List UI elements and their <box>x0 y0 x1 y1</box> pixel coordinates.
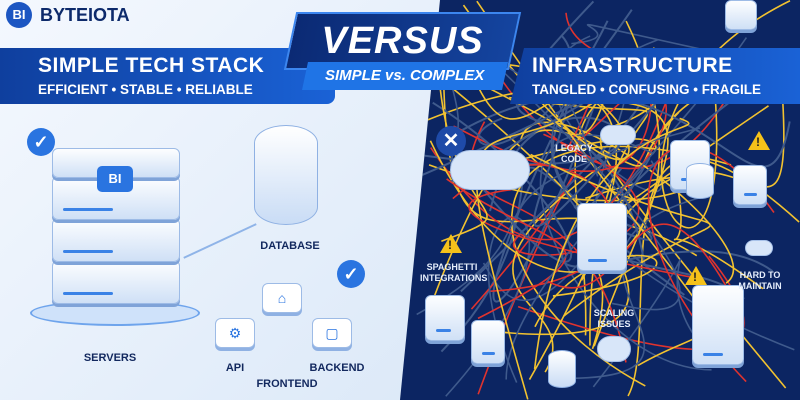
database-icon <box>548 350 576 388</box>
check-icon: ✓ <box>27 128 55 156</box>
scaling-issues-label: SCALING ISSUES <box>593 308 635 329</box>
api-label: API <box>225 362 245 374</box>
wire <box>660 0 791 229</box>
database-icon <box>254 125 318 225</box>
brand-name: BYTEIOTA <box>40 4 130 25</box>
wire <box>446 178 567 320</box>
backend-node-icon: ▢ <box>312 318 352 348</box>
frontend-node-icon: ⌂ <box>262 283 302 313</box>
wire <box>533 117 690 370</box>
wire <box>433 100 605 297</box>
wire <box>428 164 695 202</box>
simple-banner: SIMPLE TECH STACK EFFICIENT • STABLE • R… <box>0 48 335 104</box>
wire <box>416 127 701 316</box>
backend-label: BACKEND <box>309 362 365 374</box>
wire <box>592 258 726 388</box>
versus-title: VERSUS <box>321 20 484 62</box>
wire <box>445 216 531 397</box>
complex-title: INFRASTRUCTURE <box>532 54 733 77</box>
server-stack <box>577 203 627 271</box>
x-icon: ✕ <box>436 126 466 156</box>
spaghetti-label: SPAGHETTI INTEGRATIONS <box>420 262 488 283</box>
server-stack <box>471 320 505 364</box>
cloud-icon <box>600 125 636 145</box>
versus-subtitle: SIMPLE vs. COMPLEX <box>325 67 485 84</box>
wire <box>571 23 727 56</box>
servers-label: SERVERS <box>83 352 137 364</box>
wire <box>501 69 681 311</box>
server-stack <box>692 285 744 365</box>
server-stack <box>733 165 767 205</box>
wire <box>547 223 735 301</box>
simple-title: SIMPLE TECH STACK <box>38 54 265 77</box>
server-stack <box>425 295 465 341</box>
versus-subtitle-box: SIMPLE vs. COMPLEX <box>302 62 508 90</box>
cloud-icon <box>450 150 530 190</box>
cloud-icon <box>745 240 773 256</box>
database-label: DATABASE <box>260 240 320 252</box>
server-unit <box>52 260 180 304</box>
legacy-code-label: LEGACY CODE <box>555 143 593 164</box>
warning-icon: ! <box>440 234 462 253</box>
database-icon <box>686 163 714 199</box>
server-stack <box>725 0 757 30</box>
api-node-icon: ⚙ <box>215 318 255 348</box>
cloud-upload-icon <box>597 336 631 362</box>
frontend-label: FRONTEND <box>256 378 318 390</box>
wire <box>437 64 488 242</box>
logo-mark: BI <box>6 2 32 28</box>
complex-subtitle: TANGLED • CONFUSING • FRAGILE <box>532 82 761 97</box>
warning-icon: ! <box>748 131 770 150</box>
brand-logo: BI BYTEIOTA <box>6 2 130 28</box>
wire <box>593 99 669 347</box>
wire <box>670 156 764 290</box>
wire <box>419 61 630 336</box>
complex-banner: INFRASTRUCTURE TANGLED • CONFUSING • FRA… <box>510 48 800 104</box>
warning-icon: ! <box>685 266 707 285</box>
simple-subtitle: EFFICIENT • STABLE • RELIABLE <box>38 82 253 97</box>
server-badge: BI <box>97 166 133 192</box>
hard-to-maintain-label: HARD TO MAINTAIN <box>738 270 782 291</box>
wire <box>647 146 775 383</box>
check-icon: ✓ <box>337 260 365 288</box>
server-unit <box>52 218 180 262</box>
wire <box>512 165 602 373</box>
